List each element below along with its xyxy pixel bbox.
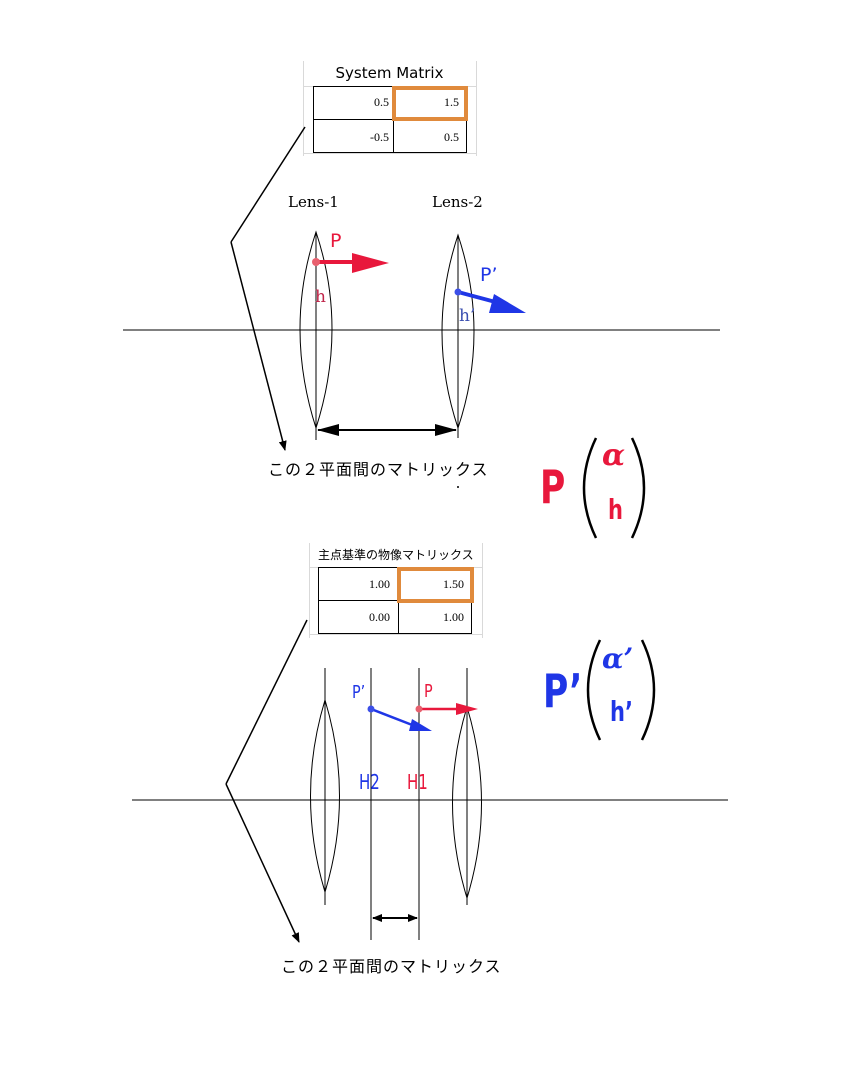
h-prime-label: h’: [459, 306, 476, 326]
lens-1: [299, 230, 333, 440]
matrix-cell-r1c1: 1.00: [369, 577, 390, 591]
vector-p-prime-symbol: P’: [543, 664, 583, 718]
bottom-callout: [225, 619, 308, 943]
p-label: P: [330, 230, 342, 252]
lens-2: [441, 233, 475, 438]
matrix-cell-r1c1: 0.5: [374, 95, 389, 109]
vector-p-prime-alpha: α’: [602, 642, 634, 675]
matrix-cell-r1c2: 1.50: [443, 577, 464, 591]
lens-1: [310, 668, 340, 905]
principal-matrix-title: 主点基準の物像マトリックス: [318, 548, 474, 562]
p-prime-label: P’: [352, 682, 366, 703]
h-label: h: [315, 287, 326, 307]
matrix-highlight: [392, 86, 468, 121]
matrix-cell-r1c2: 1.5: [444, 95, 459, 109]
matrix-cell-r2c1: -0.5: [370, 130, 389, 144]
ray-p-prime: [367, 705, 432, 731]
vector-p-alpha: α: [602, 438, 626, 473]
matrix-cell-r2c2: 0.5: [444, 130, 459, 144]
ray-p: [312, 253, 389, 273]
lens-1-label: Lens-1: [288, 193, 339, 211]
vector-p-symbol: P: [540, 460, 566, 514]
p-label: P: [424, 681, 433, 702]
vector-p-prime-parens: [586, 639, 656, 741]
matrix-cell-r2c2: 1.00: [443, 610, 464, 624]
vector-p-prime-h: h’: [610, 695, 633, 728]
vector-p-parens: [582, 437, 646, 539]
vector-p-h: h: [608, 493, 623, 526]
caption-bottom: この２平面間のマトリックス: [281, 957, 502, 976]
caption-top: この２平面間のマトリックス: [268, 460, 489, 479]
matrix-highlight: [397, 567, 474, 603]
matrix-cell-r2c1: 0.00: [369, 610, 390, 624]
h2-label: H2: [359, 770, 380, 794]
ray-p: [415, 703, 478, 715]
lens-2-label: Lens-2: [432, 193, 483, 211]
ray-p-prime: [454, 288, 526, 313]
top-callout: [230, 126, 306, 451]
h1-label: H1: [407, 770, 428, 794]
p-prime-label: P’: [480, 264, 498, 286]
system-matrix-title: System Matrix: [335, 64, 444, 82]
